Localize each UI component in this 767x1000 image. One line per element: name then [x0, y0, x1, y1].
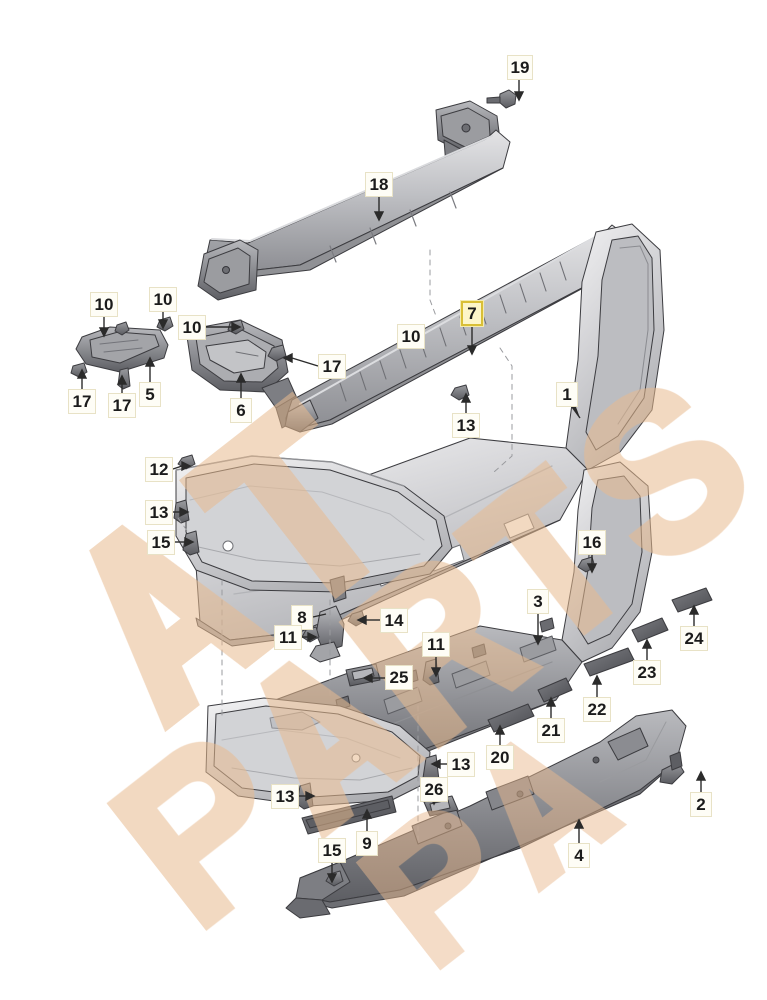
callout-12[interactable]: 12 — [145, 457, 173, 482]
callout-22[interactable]: 22 — [583, 697, 611, 722]
callout-number-text: 17 — [112, 396, 132, 415]
callout-number-text: 22 — [587, 700, 607, 719]
callout-10[interactable]: 10 — [90, 292, 118, 317]
callout-number-text: 3 — [533, 592, 543, 611]
callout-number-text: 26 — [424, 780, 444, 799]
callout-25[interactable]: 25 — [385, 665, 413, 690]
callout-number-text: 5 — [145, 385, 155, 404]
callout-number-text: 15 — [151, 533, 171, 552]
callout-number-text: 11 — [279, 628, 297, 647]
callout-9[interactable]: 9 — [356, 831, 378, 856]
part-2-clip — [659, 751, 685, 785]
callout-3[interactable]: 3 — [527, 589, 549, 614]
callout-13[interactable]: 13 — [145, 500, 173, 525]
callout-24[interactable]: 24 — [680, 626, 708, 651]
callout-number-text: 14 — [384, 611, 404, 630]
callout-number-text: 10 — [153, 290, 173, 309]
callout-19[interactable]: 19 — [507, 55, 533, 80]
callout-17[interactable]: 17 — [108, 393, 136, 418]
callout-13[interactable]: 13 — [452, 413, 480, 438]
callout-13[interactable]: 13 — [447, 752, 475, 777]
callout-number-text: 10 — [94, 295, 114, 314]
callout-number-text: 24 — [684, 629, 704, 648]
callout-13[interactable]: 13 — [271, 784, 299, 809]
callout-15[interactable]: 15 — [147, 530, 175, 555]
callout-5[interactable]: 5 — [139, 382, 161, 407]
callout-11[interactable]: 11 — [422, 632, 450, 657]
callout-6[interactable]: 6 — [230, 398, 252, 423]
callout-number-text: 12 — [149, 460, 169, 479]
callout-number-text: 21 — [541, 721, 561, 740]
callout-number-text: 13 — [451, 755, 471, 774]
callout-number-text: 8 — [297, 608, 307, 627]
callout-number-text: 20 — [490, 748, 510, 767]
callout-20[interactable]: 20 — [486, 745, 514, 770]
callout-number-text: 18 — [369, 175, 389, 194]
callout-7-highlighted[interactable]: 7 — [461, 301, 483, 326]
callout-10[interactable]: 10 — [149, 287, 177, 312]
callout-17[interactable]: 17 — [318, 354, 346, 379]
callout-15[interactable]: 15 — [318, 838, 346, 863]
callout-number-text: 23 — [637, 663, 657, 682]
callout-23[interactable]: 23 — [633, 660, 661, 685]
callout-4[interactable]: 4 — [568, 843, 590, 868]
callout-number-text: 13 — [275, 787, 295, 806]
callout-18[interactable]: 18 — [365, 172, 393, 197]
callout-16[interactable]: 16 — [578, 530, 606, 555]
callout-number-text: 2 — [696, 795, 706, 814]
callout-21[interactable]: 21 — [537, 718, 565, 743]
callout-number-text: 17 — [322, 357, 342, 376]
callout-number-text: 25 — [389, 668, 409, 687]
callout-number-text: 13 — [456, 416, 476, 435]
callout-14[interactable]: 14 — [380, 608, 408, 633]
callout-10[interactable]: 10 — [397, 324, 425, 349]
callout-17[interactable]: 17 — [68, 389, 96, 414]
callout-2[interactable]: 2 — [690, 792, 712, 817]
part-6-mounting-bracket — [185, 319, 301, 429]
part-19-hex-bolt — [486, 89, 517, 109]
callout-11[interactable]: 11 — [274, 625, 302, 650]
callout-number-text: 13 — [149, 503, 169, 522]
callout-number-text: 1 — [562, 385, 572, 404]
callout-number-text: 16 — [582, 533, 602, 552]
callout-number-text: 19 — [510, 58, 530, 77]
callout-number-text: 17 — [72, 392, 92, 411]
callout-26[interactable]: 26 — [420, 777, 448, 802]
callout-8[interactable]: 8 — [291, 605, 313, 630]
callout-1[interactable]: 1 — [556, 382, 578, 407]
callout-number-text: 6 — [236, 401, 246, 420]
callout-number-text: 7 — [467, 304, 477, 323]
part-18-impact-bar — [197, 100, 511, 301]
callout-number-text: 4 — [574, 846, 584, 865]
callout-10[interactable]: 10 — [178, 315, 206, 340]
callout-number-text: 10 — [401, 327, 421, 346]
callout-number-text: 11 — [427, 635, 445, 654]
callout-number-text: 9 — [362, 834, 372, 853]
callout-number-text: 10 — [182, 318, 202, 337]
callout-number-text: 15 — [322, 841, 342, 860]
